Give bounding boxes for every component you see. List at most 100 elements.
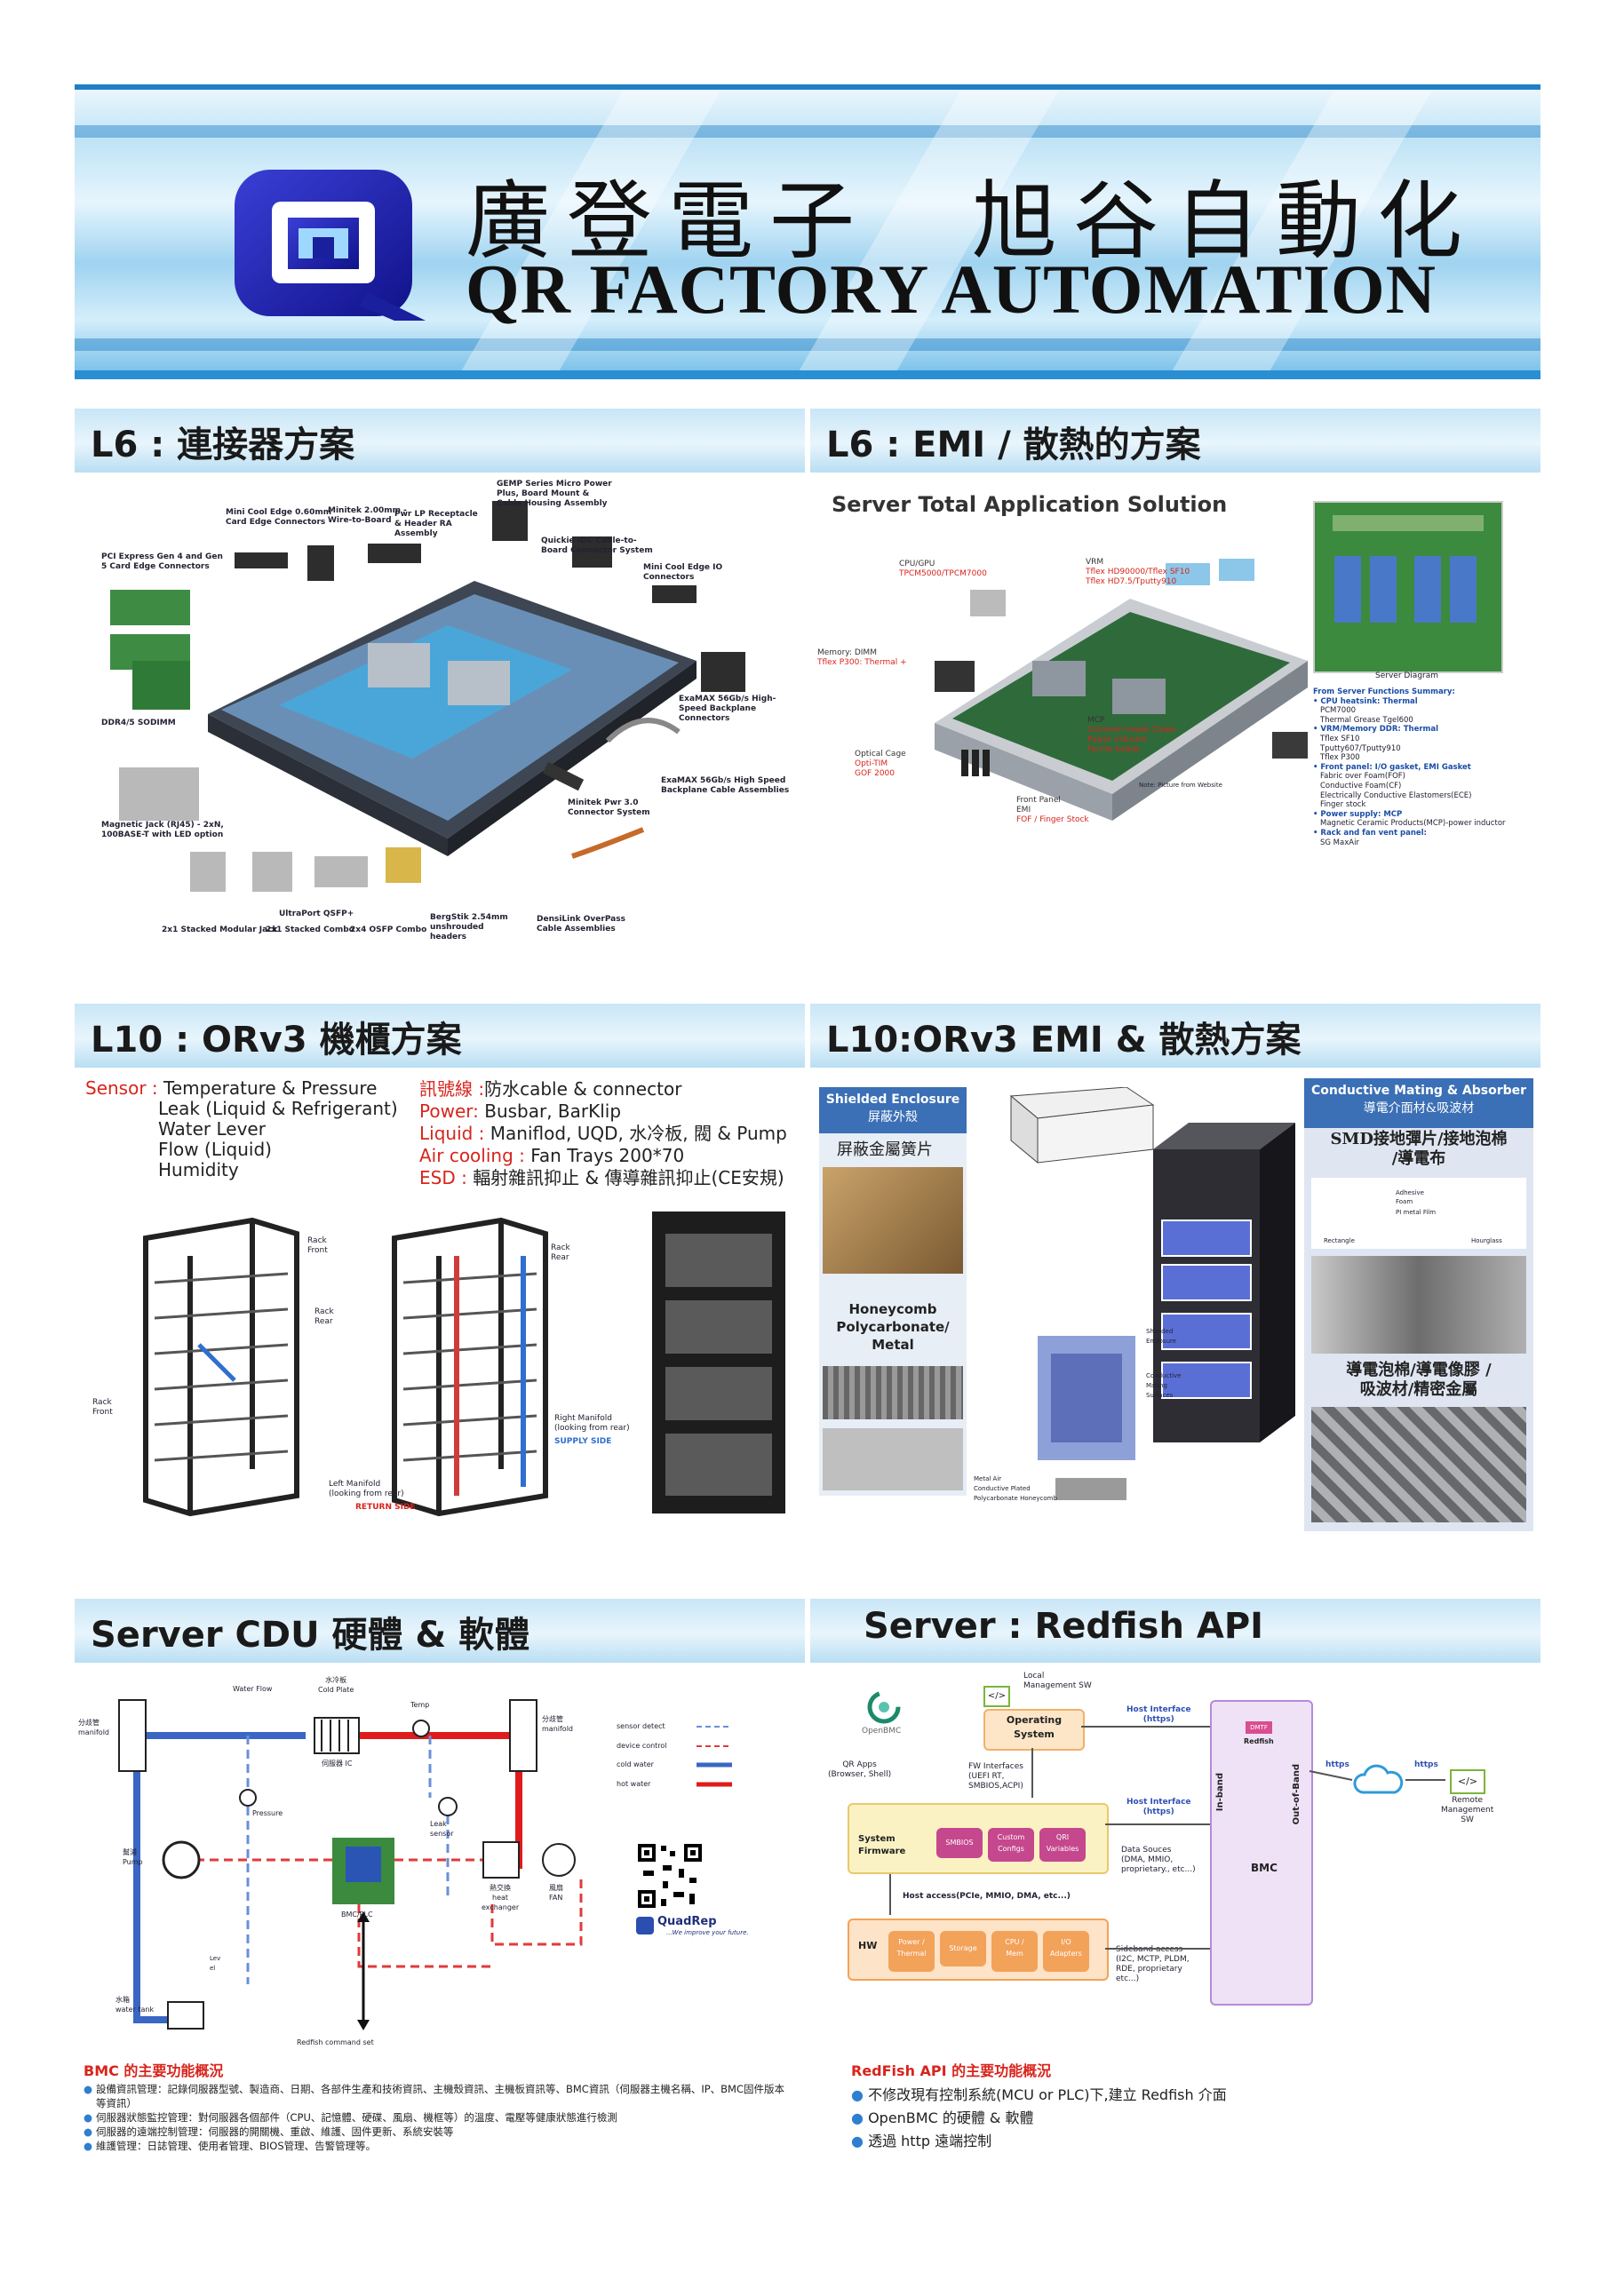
label-metal-air: Metal Air Conductive Plated Polycarbonat… xyxy=(974,1475,1057,1502)
label-water-flow: Water Flow xyxy=(233,1685,273,1693)
conductive-foam-image xyxy=(1311,1256,1526,1354)
label-leak-sensor: Leak sensor xyxy=(430,1820,454,1838)
shielded-enclosure-column: Shielded Enclosure 屏蔽外殼 屏蔽金屬簧片 Honeycomb… xyxy=(819,1087,967,1496)
qr-code-icon[interactable] xyxy=(636,1842,704,1910)
label-ultraport: UltraPort QSFP+ xyxy=(279,910,354,918)
server-diagram-image xyxy=(1313,501,1503,673)
label-densilink: DensiLink OverPass Cable Assemblies xyxy=(537,915,625,933)
label-return-side: RETURN SIDE xyxy=(355,1503,416,1512)
host-access-label: Host access(PCIe, MMIO, DMA, etc...) xyxy=(903,1892,1071,1901)
cloud-icon xyxy=(1353,1764,1404,1794)
system-firmware-label: System Firmware xyxy=(858,1834,906,1856)
label-pci-express: PCI Express Gen 4 and Gen 5 Card Edge Co… xyxy=(101,552,223,571)
callout-vrm: VRM Tflex HD90000/Tflex SF10 Tflex HD7.5… xyxy=(1086,558,1190,586)
cpu-mem-box: CPU / Mem xyxy=(991,1931,1038,1972)
label-mini-cool-edge: Mini Cool Edge 0.60mm Card Edge Connecto… xyxy=(226,508,332,527)
https-label-1: https xyxy=(1325,1760,1349,1769)
data-sources-label: Data Souces (DMA, MMIO, proprietary., et… xyxy=(1121,1846,1196,1874)
l6-connectors-panel: Mini Cool Edge 0.60mm Card Edge Connecto… xyxy=(75,474,805,954)
label-rack-rear: Rack Rear xyxy=(314,1307,334,1326)
server-board-image xyxy=(935,559,1308,821)
legend-hot-water: hot water xyxy=(617,1780,651,1788)
fw-interfaces-label: FW Interfaces (UEFI RT, SMBIOS,ACPI) xyxy=(968,1762,1023,1791)
remote-management-label: Remote Management SW xyxy=(1441,1796,1494,1824)
section-header-cdu: Server CDU 硬體 & 軟體 xyxy=(75,1599,805,1663)
sensor-list: Sensor : Temperature & Pressure Leak (Li… xyxy=(85,1077,398,1180)
label-osfp-combo: 2x4 OSFP Combo xyxy=(350,926,427,934)
quadrep-tagline: ...We improve your future. xyxy=(666,1929,749,1936)
l10-rack-panel: Sensor : Temperature & Pressure Leak (Li… xyxy=(75,1069,805,1531)
section-header-redfish: Server : Redfish API xyxy=(810,1599,1540,1663)
orv3-rack-diagrams xyxy=(143,1212,785,1517)
label-rack-front: Rack Front xyxy=(307,1236,328,1255)
callout-front-panel: Front Panel EMI FOF / Finger Stock xyxy=(1016,796,1089,824)
io-adapters-box: I/O Adapters xyxy=(1043,1931,1089,1972)
redfish-panel: OpenBMC </> Local Management SW Operatin… xyxy=(810,1664,1540,2162)
label-manifold-left: 分歧管 manifold xyxy=(78,1719,109,1736)
shield-spring-label: 屏蔽金屬簧片 xyxy=(837,1140,933,1159)
callout-cpu-gpu: CPU/GPU TPCM5000/TPCM7000 xyxy=(899,560,987,578)
label-cold-plate: 水冷板 Cold Plate xyxy=(318,1676,354,1694)
server-solution-subtitle: Server Total Application Solution xyxy=(832,492,1228,517)
label-right-manifold: Right Manifold (looking from rear) xyxy=(554,1414,630,1433)
server-connector-diagram xyxy=(110,501,745,892)
storage-box: Storage xyxy=(940,1931,986,1966)
label-heat-exchanger: 熱交換 heat exchanger xyxy=(482,1884,520,1911)
section-title: L10 : ORv3 機櫃方案 xyxy=(91,1020,462,1061)
bmc-box: In-band Out-of-Band DMTF Redfish BMC xyxy=(1210,1700,1313,2006)
bmc-label: BMC xyxy=(1251,1862,1278,1874)
label-server-ic: 伺服器 IC xyxy=(322,1760,353,1768)
label-examax-cable: ExaMAX 56Gb/s High Speed Backplane Cable… xyxy=(661,776,790,795)
shielded-enclosure-diagram xyxy=(1009,1087,1295,1500)
quadrep-name: QuadRep xyxy=(657,1915,717,1928)
bmc-functions-title: BMC 的主要功能概況 xyxy=(84,2062,224,2079)
smd-grounding-label: SMD接地彈片/接地泡棉 /導電布 xyxy=(1330,1130,1508,1168)
label-pwr-lp: Pwr LP Receptacle & Header RA Assembly xyxy=(394,510,478,538)
openbmc-logo-icon xyxy=(867,1690,901,1724)
label-conductive-surfaces: Conductive Mating Surfaces xyxy=(1146,1372,1182,1399)
hardware-box: HW Power / Thermal Storage CPU / Mem I/O… xyxy=(848,1919,1109,1981)
label-rack-rear-2: Rack Rear xyxy=(551,1243,570,1262)
redfish-label: Redfish xyxy=(1244,1737,1274,1745)
legend-device-control: device control xyxy=(617,1742,667,1750)
label-supply-side: SUPPLY SIDE xyxy=(554,1437,612,1446)
operating-system-box: Operating System xyxy=(983,1709,1085,1751)
honeycomb-image xyxy=(823,1366,963,1419)
label-shielded-enclosure: Shielded Enclosure xyxy=(1146,1328,1177,1345)
conductive-rubber-label: 導電泡棉/導電像膠 / 吸波材/精密金屬 xyxy=(1346,1361,1492,1399)
label-examax: ExaMAX 56Gb/s High-Speed Backplane Conne… xyxy=(679,695,776,723)
label-magnetic-jack: Magnetic Jack (RJ45) - 2xN, 100BASE-T wi… xyxy=(101,821,224,839)
host-interface-label-2: Host Interface (https) xyxy=(1126,1798,1191,1816)
https-label-2: https xyxy=(1414,1760,1438,1769)
callout-memory: Memory: DIMM Tflex P300: Thermal + xyxy=(817,648,907,667)
section-title: Server : Redfish API xyxy=(864,1606,1264,1647)
label-stacked-combo: 2x1 Stacked Combo xyxy=(266,926,354,934)
cdu-panel: Water Flow 水冷板 Cold Plate Temp 分歧管 manif… xyxy=(75,1664,805,2162)
redfish-features-list: ● 不修改現有控制系統(MCU or PLC)下,建立 Redfish 介面 ●… xyxy=(851,2086,1227,2149)
banner-stripe xyxy=(75,338,1540,351)
section-header-l10-rack: L10 : ORv3 機櫃方案 xyxy=(75,1004,805,1068)
label-bmc-plc: BMC/PLC xyxy=(341,1911,373,1919)
section-header-l10-emi: L10:ORv3 EMI & 散熱方案 xyxy=(810,1004,1540,1068)
label-manifold-right: 分歧管 manifold xyxy=(542,1715,573,1733)
bmc-functions-list: ●設備資訊管理：記錄伺服器型號、製造商、日期、各部件生產和技術資訊、主機殼資訊、… xyxy=(84,2083,785,2152)
server-diagram-caption: Server Diagram xyxy=(1375,671,1439,680)
label-bergstik: BergStik 2.54mm unshrouded headers xyxy=(430,913,508,941)
label-stacked-jack: 2x1 Stacked Modular Jack xyxy=(162,926,278,934)
picture-note: Note: Picture from Website xyxy=(1139,782,1222,789)
section-title: L6 : 連接器方案 xyxy=(91,425,355,465)
qri-variables-box: QRI Variables xyxy=(1039,1828,1086,1862)
conductive-mating-column: Conductive Mating & Absorber 導電介面材&吸波材 S… xyxy=(1304,1078,1533,1531)
custom-configs-box: Custom Configs xyxy=(988,1828,1034,1862)
cdu-flow-diagram xyxy=(118,1699,732,2030)
power-thermal-box: Power / Thermal xyxy=(888,1931,935,1972)
label-water-tank: 水箱 water tank xyxy=(115,1996,155,2014)
openbmc-label: OpenBMC xyxy=(862,1727,902,1736)
label-pressure: Pressure xyxy=(252,1809,283,1817)
label-left-manifold: Left Manifold (looking from rear) xyxy=(329,1480,404,1498)
local-management-label: Local Management SW xyxy=(1023,1672,1092,1690)
label-rack-front-2: Rack Front xyxy=(92,1398,113,1417)
legend-cold-water: cold water xyxy=(617,1760,654,1768)
honeycomb-panel-image xyxy=(823,1428,963,1490)
label-minitek: Minitek 2.00mm - Wire-to-Board xyxy=(328,506,407,525)
